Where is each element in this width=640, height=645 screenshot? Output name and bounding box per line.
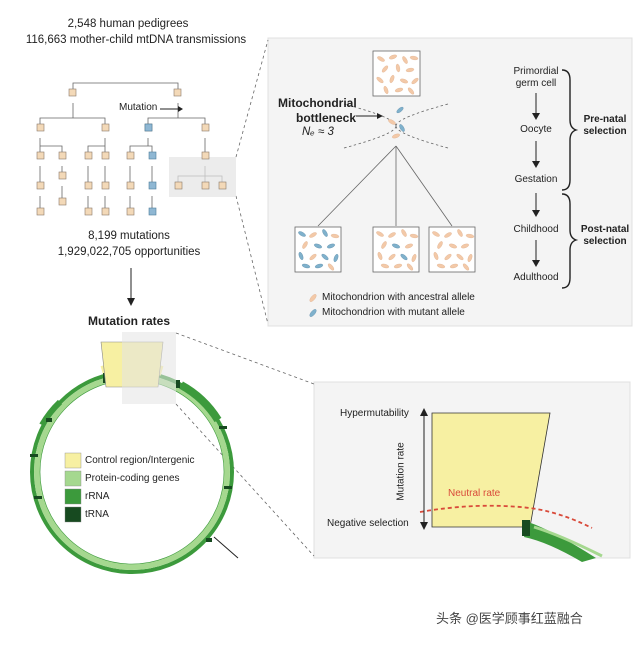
stage-arrowheads — [532, 113, 540, 267]
mutation-label: Mutation — [119, 102, 158, 113]
legend-mutant: Mitochondrion with mutant allele — [322, 307, 465, 318]
ring-pointer — [213, 536, 239, 559]
zoom-line-bottom — [235, 195, 269, 325]
bottleneck-funnel — [343, 103, 449, 149]
stage-childhood: Childhood — [513, 224, 559, 235]
stage-oocyte: Oocyte — [520, 124, 552, 135]
legend-ancestral-swatch — [309, 294, 317, 302]
prenatal-brace — [561, 69, 579, 191]
negative-selection-label: Negative selection — [327, 518, 409, 529]
stage-gestation: Gestation — [514, 174, 558, 185]
prenatal-selection: Pre-natal selection — [580, 114, 630, 138]
inset-bar — [431, 412, 551, 528]
postnatal-selection: Post-natal selection — [580, 224, 630, 248]
bottleneck-panel — [267, 37, 633, 327]
watermark: 头条 @医学顾事红蓝融合 — [436, 611, 583, 626]
bottleneck-title-1: Mitochondrial — [278, 96, 357, 110]
legend-rrna: rRNA — [85, 491, 110, 502]
branch-lines — [317, 145, 453, 227]
legend-control-region: Control region/Intergenic — [85, 455, 195, 466]
opportunity-count: 1,929,022,705 opportunities — [57, 246, 201, 258]
legend-mutant-swatch — [309, 309, 317, 317]
legend-trna: tRNA — [85, 509, 109, 520]
stage-primordial-text: Primordial germ cell — [513, 66, 559, 89]
inset-ring-outer — [533, 525, 603, 558]
ne-label: Nₑ ≈ 3 — [302, 126, 334, 138]
bottleneck-mitochondria — [388, 106, 405, 139]
cell-middle — [372, 226, 420, 273]
zoom-line-top — [235, 39, 269, 158]
neutral-rate-line — [419, 504, 593, 529]
pedigree-highlight — [169, 157, 236, 197]
cell-top — [372, 50, 421, 97]
zoom-line-bottom-2 — [175, 403, 315, 557]
mutation-rates-title: Mutation rates — [87, 314, 171, 328]
cell-right — [428, 226, 476, 273]
cell-left — [294, 226, 342, 273]
pedigree-mutant-nodes — [144, 123, 157, 216]
inset-ring-band — [524, 522, 596, 562]
legend-ancestral: Mitochondrion with ancestral allele — [322, 292, 475, 303]
pedigree-stat-1: 2,548 human pedigrees — [67, 18, 189, 30]
stage-primordial: Primordial germ cell — [504, 66, 568, 90]
legend-protein-coding: Protein-coding genes — [85, 473, 180, 484]
ring-legend-swatches — [64, 452, 82, 523]
neutral-rate-label: Neutral rate — [448, 488, 501, 499]
postnatal-brace — [561, 193, 579, 289]
pedigree-nodes — [36, 88, 227, 216]
postnatal-selection-text: Post-natal selection — [580, 224, 630, 247]
hypermutability-label: Hypermutability — [340, 408, 409, 419]
genome-highlight — [122, 332, 176, 404]
bottleneck-title-2: bottleneck — [296, 111, 357, 125]
stage-adulthood: Adulthood — [513, 272, 559, 283]
zoom-line-top-2 — [175, 332, 315, 385]
inset-trna-block — [522, 520, 530, 536]
prenatal-selection-text: Pre-natal selection — [583, 114, 627, 137]
mutation-rate-axis-label: Mutation rate — [395, 442, 407, 501]
mutation-count: 8,199 mutations — [88, 230, 170, 242]
pedigree-stat-2: 116,663 mother-child mtDNA transmissions — [25, 34, 247, 46]
